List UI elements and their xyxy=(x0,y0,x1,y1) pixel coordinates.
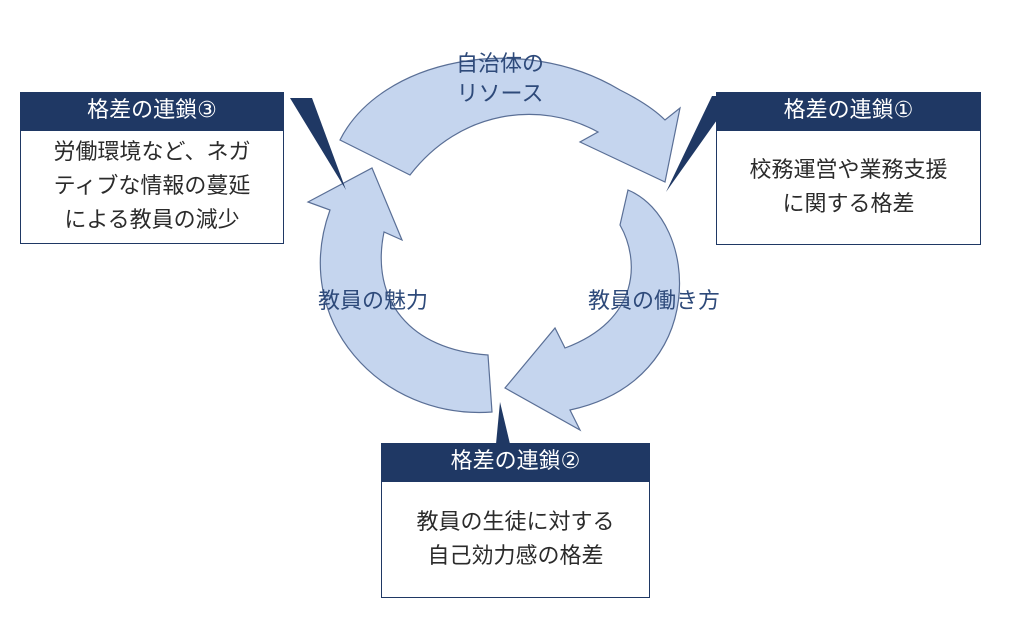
callout-chain-2-title: 格差の連鎖② xyxy=(381,443,650,481)
callout-chain-2: 格差の連鎖② 教員の生徒に対する 自己効力感の格差 xyxy=(381,443,650,598)
callout-chain-3-line: ティブな情報の蔓延 xyxy=(53,174,251,199)
callout-chain-2-line: 自己効力感の格差 xyxy=(427,543,604,569)
callout-2-pointer xyxy=(496,402,510,444)
callout-chain-3-line: による教員の減少 xyxy=(64,208,240,233)
arc-label-top-line1: 自治体の xyxy=(455,52,544,77)
callout-chain-3-body: 労働環境など、ネガ ティブな情報の蔓延 による教員の減少 xyxy=(20,130,284,244)
callout-chain-3-title: 格差の連鎖③ xyxy=(20,92,284,130)
callout-chain-2-body: 教員の生徒に対する 自己効力感の格差 xyxy=(381,481,650,598)
arc-label-top: 自治体の リソース xyxy=(440,50,560,110)
cycle-arrow-top xyxy=(339,57,681,183)
cycle-arrow-left xyxy=(306,167,493,414)
cycle-arrow-right xyxy=(504,189,681,432)
arc-label-top-line2: リソース xyxy=(456,82,544,107)
callout-chain-2-line: 教員の生徒に対する xyxy=(416,509,615,535)
callout-chain-3: 格差の連鎖③ 労働環境など、ネガ ティブな情報の蔓延 による教員の減少 xyxy=(20,92,284,244)
callout-chain-3-line: 労働環境など、ネガ xyxy=(53,140,251,165)
callout-chain-1-body: 校務運営や業務支援 に関する格差 xyxy=(716,130,981,245)
arc-label-right: 教員の働き方 xyxy=(588,289,721,314)
callout-chain-1-title: 格差の連鎖① xyxy=(716,92,981,130)
callout-chain-1-line: 校務運営や業務支援 xyxy=(749,157,948,183)
callout-chain-1-line: に関する格差 xyxy=(782,191,915,217)
callout-chain-1: 格差の連鎖① 校務運営や業務支援 に関する格差 xyxy=(716,92,981,245)
callout-3-pointer xyxy=(290,98,346,190)
arc-label-left: 教員の魅力 xyxy=(318,289,429,314)
